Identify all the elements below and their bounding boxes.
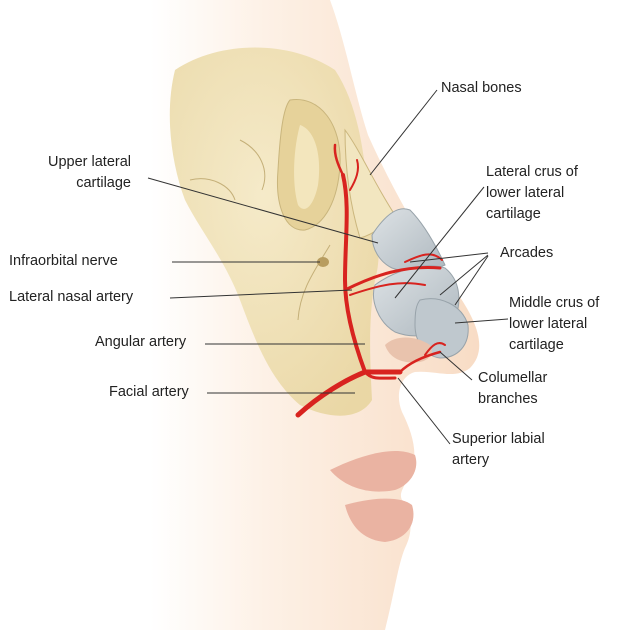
label-upper-lateral-line1: Upper lateral xyxy=(47,154,131,170)
label-superior-labial-line2: artery xyxy=(452,452,490,468)
label-arcades: Arcades xyxy=(500,245,554,261)
label-lateral-nasal-artery: Lateral nasal artery xyxy=(9,289,134,305)
label-middle-crus-line1: Middle crus of xyxy=(509,295,600,311)
columellar-branch xyxy=(424,342,446,356)
label-columellar-line1: Columellar xyxy=(478,370,548,386)
leader-lines xyxy=(147,89,509,445)
superior-labial-vessel xyxy=(363,370,397,380)
label-lateral-crus-line1: Lateral crus of xyxy=(486,164,578,180)
label-middle-crus-line3: cartilage xyxy=(509,337,564,353)
label-facial-artery: Facial artery xyxy=(109,384,189,400)
upper-lip xyxy=(330,450,417,492)
label-infraorbital-nerve: Infraorbital nerve xyxy=(9,253,118,269)
middle-crus-shape xyxy=(414,298,469,359)
label-upper-lateral-line2: cartilage xyxy=(76,175,131,191)
upper-lateral-cartilage-shape xyxy=(371,208,446,273)
arcade-vessel xyxy=(404,253,443,263)
lateral-nasal-artery-vessel xyxy=(343,265,442,292)
label-middle-crus-line2: lower lateral xyxy=(509,316,588,332)
nostril xyxy=(385,337,432,363)
label-lateral-crus-line2: lower lateral xyxy=(486,185,565,201)
label-nasal-bones: Nasal bones xyxy=(441,80,522,96)
lower-lip xyxy=(345,498,414,542)
label-lateral-crus-line3: cartilage xyxy=(486,206,541,222)
label-columellar-line2: branches xyxy=(478,391,538,407)
label-angular-artery: Angular artery xyxy=(95,334,187,350)
label-superior-labial-line1: Superior labial xyxy=(452,431,545,447)
